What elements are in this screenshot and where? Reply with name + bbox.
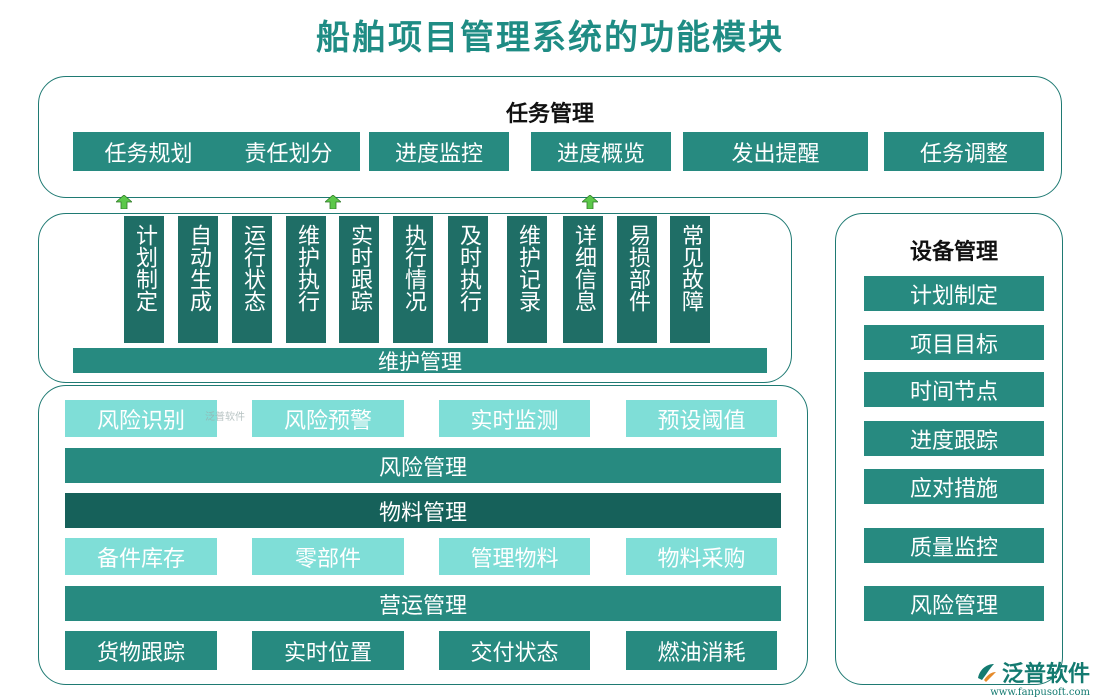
logo-icon [977, 664, 996, 682]
arrow-up-icon [582, 195, 598, 209]
maintenance-item-8[interactable]: 详细信息 [563, 216, 603, 343]
risk-item-3[interactable]: 预设阈值 [626, 400, 777, 437]
risk-item-0[interactable]: 风险识别 [65, 400, 217, 437]
maintenance-item-4[interactable]: 实时跟踪 [339, 216, 379, 343]
task-item-5[interactable]: 任务调整 [884, 132, 1044, 171]
material-management-title[interactable]: 物料管理 [65, 493, 781, 528]
equipment-item-6[interactable]: 风险管理 [864, 586, 1044, 621]
equipment-item-2[interactable]: 时间节点 [864, 372, 1044, 407]
logo-url: www.fanpusoft.com [990, 687, 1090, 698]
equipment-item-5[interactable]: 质量监控 [864, 528, 1044, 563]
maintenance-item-0[interactable]: 计划制定 [124, 216, 164, 343]
equipment-item-4[interactable]: 应对措施 [864, 469, 1044, 504]
task-item-3[interactable]: 进度概览 [531, 132, 671, 171]
brand-logo: 泛普软件 [974, 656, 1090, 688]
task-management-title: 任务管理 [505, 101, 594, 127]
material-item-2[interactable]: 管理物料 [439, 538, 590, 575]
material-item-3[interactable]: 物料采购 [626, 538, 777, 575]
equipment-management-title: 设备管理 [909, 239, 998, 265]
maintenance-item-1[interactable]: 自动生成 [178, 216, 218, 343]
risk-management-title[interactable]: 风险管理 [65, 448, 781, 483]
maintenance-item-7[interactable]: 维护记录 [507, 216, 547, 343]
watermark: 泛普软件 [205, 412, 245, 423]
operation-item-1[interactable]: 实时位置 [252, 631, 404, 670]
operation-item-2[interactable]: 交付状态 [439, 631, 590, 670]
operation-management-title[interactable]: 营运管理 [65, 586, 781, 621]
material-item-0[interactable]: 备件库存 [65, 538, 217, 575]
equipment-item-0[interactable]: 计划制定 [864, 276, 1044, 311]
maintenance-item-10[interactable]: 常见故障 [670, 216, 710, 343]
maintenance-item-2[interactable]: 运行状态 [232, 216, 272, 343]
logo-text: 泛普软件 [1001, 662, 1090, 687]
equipment-item-3[interactable]: 进度跟踪 [864, 421, 1044, 456]
risk-item-1[interactable]: 风险预警 [252, 400, 404, 437]
task-item-2[interactable]: 进度监控 [369, 132, 509, 171]
task-item-1[interactable]: 责任划分 [217, 132, 360, 171]
operation-item-0[interactable]: 货物跟踪 [65, 631, 217, 670]
task-item-4[interactable]: 发出提醒 [683, 132, 868, 171]
maintenance-management-title[interactable]: 维护管理 [73, 348, 767, 374]
maintenance-item-3[interactable]: 维护执行 [286, 216, 326, 343]
arrow-up-icon [325, 195, 341, 209]
page-title: 船舶项目管理系统的功能模块 [316, 18, 784, 58]
equipment-item-1[interactable]: 项目目标 [864, 325, 1044, 360]
material-item-1[interactable]: 零部件 [252, 538, 404, 575]
risk-item-2[interactable]: 实时监测 [439, 400, 590, 437]
maintenance-item-6[interactable]: 及时执行 [448, 216, 488, 343]
arrow-up-icon [116, 195, 132, 209]
operation-item-3[interactable]: 燃油消耗 [626, 631, 777, 670]
maintenance-item-9[interactable]: 易损部件 [617, 216, 657, 343]
maintenance-item-5[interactable]: 执行情况 [393, 216, 433, 343]
task-item-0[interactable]: 任务规划 [73, 132, 224, 171]
